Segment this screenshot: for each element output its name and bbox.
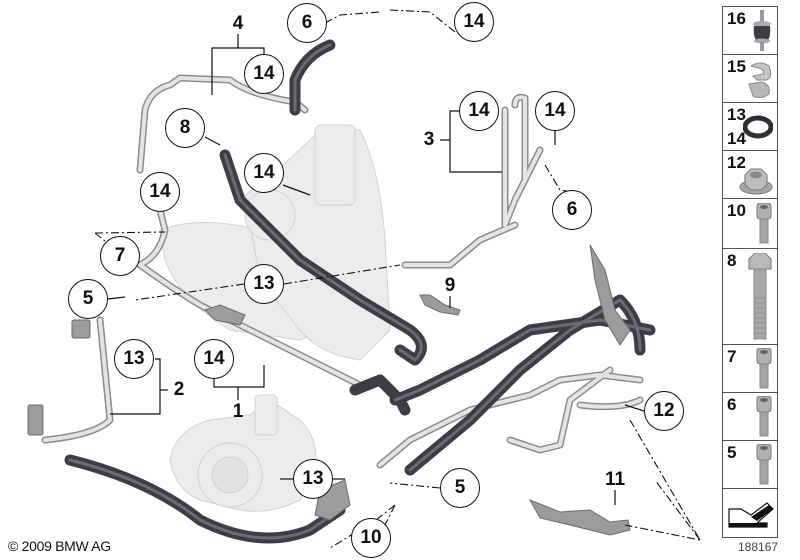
callout-part-13[interactable]: 13	[114, 339, 154, 379]
navigation-arrow-icon	[728, 502, 774, 528]
callout-part-14[interactable]: 14	[194, 339, 234, 379]
callout-part-14[interactable]: 14	[535, 91, 575, 131]
o-ring-icon	[743, 115, 773, 139]
copyright-notice: © 2009 BMW AG	[8, 538, 111, 554]
callout-part-14[interactable]: 14	[140, 172, 180, 212]
rubber-hoses	[64, 39, 656, 544]
legend-item-10[interactable]: 10	[723, 199, 777, 249]
callout-part-9[interactable]: 9	[444, 275, 456, 296]
legend-label: 6	[727, 395, 737, 414]
socket-cap-screw-icon	[756, 203, 772, 244]
callout-part-5[interactable]: 5	[68, 279, 108, 319]
flange-nut-icon	[739, 168, 773, 195]
callout-part-10[interactable]: 10	[351, 518, 391, 558]
callout-part-6[interactable]: 6	[552, 190, 592, 230]
callout-part-7[interactable]: 7	[100, 236, 140, 276]
clip-icon	[748, 62, 772, 99]
callout-assembly-4[interactable]: 4	[232, 13, 244, 34]
legend-label: 5	[727, 443, 737, 462]
legend-item-12[interactable]: 12	[723, 151, 777, 199]
callout-part-14[interactable]: 14	[244, 54, 284, 94]
rubber-mount-icon	[753, 10, 771, 51]
callout-part-14[interactable]: 14	[244, 153, 284, 193]
legend-label: 13	[727, 105, 746, 124]
legend-item-16[interactable]: 16	[723, 7, 777, 55]
callout-part-12[interactable]: 12	[644, 391, 684, 431]
legend-navigation-arrow[interactable]	[723, 489, 777, 537]
leader-lines	[107, 34, 645, 505]
legend-label: 7	[727, 347, 737, 366]
socket-cap-screw-icon	[756, 348, 772, 389]
callout-assembly-3[interactable]: 3	[423, 129, 435, 150]
callout-part-13[interactable]: 13	[244, 264, 284, 304]
callout-assembly-1[interactable]: 1	[232, 401, 244, 422]
legend-label: 10	[727, 201, 746, 220]
legend-item-13-14[interactable]: 13 14	[723, 103, 777, 151]
callout-part-5[interactable]: 5	[440, 468, 480, 508]
socket-cap-screw-icon	[756, 444, 772, 485]
callout-part-13[interactable]: 13	[293, 459, 333, 499]
legend-item-5[interactable]: 5	[723, 441, 777, 489]
callout-part-14[interactable]: 14	[454, 2, 494, 42]
legend-label: 12	[727, 153, 746, 172]
hex-bolt-icon	[748, 253, 772, 340]
diagram-id: 188167	[738, 540, 779, 554]
legend-label: 16	[727, 9, 746, 28]
callout-assembly-2[interactable]: 2	[173, 379, 185, 400]
callout-part-14[interactable]: 14	[459, 91, 499, 131]
legend-item-6[interactable]: 6	[723, 393, 777, 441]
socket-cap-screw-icon	[756, 396, 772, 437]
small-parts-legend: 16 15 13 14 12 10	[722, 6, 778, 538]
power-steering-pump-ghost	[169, 394, 317, 512]
legend-item-8[interactable]: 8	[723, 249, 777, 345]
legend-label: 8	[727, 251, 737, 270]
legend-item-15[interactable]: 15	[723, 55, 777, 103]
callout-part-11[interactable]: 11	[604, 469, 626, 490]
legend-label: 15	[727, 57, 746, 76]
legend-label-secondary: 14	[727, 129, 746, 148]
callout-part-8[interactable]: 8	[165, 108, 205, 148]
callout-part-6[interactable]: 6	[287, 3, 327, 43]
legend-item-7[interactable]: 7	[723, 345, 777, 393]
metal-lines	[41, 74, 644, 469]
